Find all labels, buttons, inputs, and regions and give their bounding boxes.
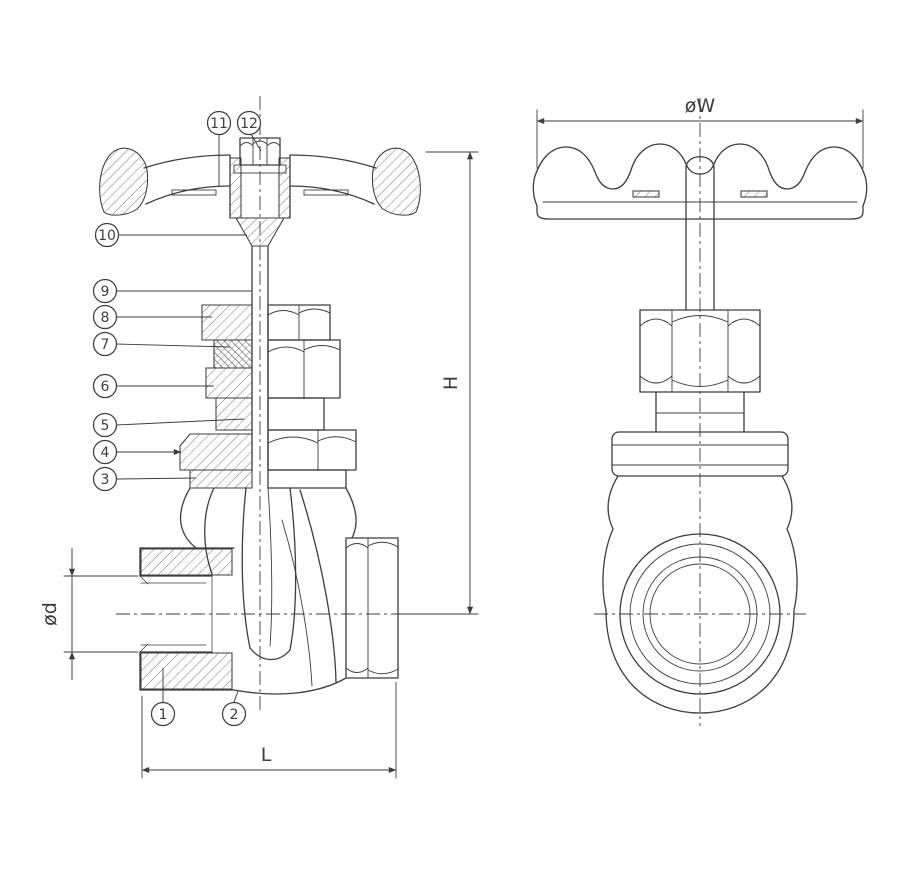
callout-12: 12 xyxy=(236,110,262,152)
callout-7: 7 xyxy=(92,331,231,357)
handwheel-washer xyxy=(233,164,287,174)
handwheel-section xyxy=(99,137,421,247)
callout-11-label: 11 xyxy=(210,116,228,132)
packing-nut-side xyxy=(639,309,761,393)
stem-side xyxy=(685,218,715,311)
callout-4-label: 4 xyxy=(101,445,110,461)
handwheel-hub-left xyxy=(229,157,242,219)
callout-10-label: 10 xyxy=(98,228,116,244)
front-section-view xyxy=(99,96,421,712)
callout-6-label: 6 xyxy=(101,379,110,395)
hub-cap-side xyxy=(685,156,715,219)
gland-nut-section xyxy=(201,304,253,341)
callout-11: 11 xyxy=(206,110,232,186)
handwheel-spoke-slot-right xyxy=(303,189,349,196)
union-flange-external xyxy=(267,429,357,489)
centerlines-side xyxy=(594,98,806,726)
callout-2: 2 xyxy=(221,690,247,727)
port-boss-circle xyxy=(619,533,781,695)
dimension-w: øW xyxy=(536,95,864,169)
handwheel-slot-left xyxy=(632,190,660,198)
side-view xyxy=(532,98,868,726)
valve-body-section xyxy=(139,487,399,695)
outlet-union-external xyxy=(345,537,399,679)
handwheel-slot-right xyxy=(740,190,768,198)
body-side xyxy=(602,475,798,714)
dimension-l: L xyxy=(141,681,397,779)
callout-2-label: 2 xyxy=(230,707,239,723)
body-bottom xyxy=(233,677,347,695)
dimension-d: ød xyxy=(39,548,139,680)
centerlines-front xyxy=(116,96,420,712)
packing-section xyxy=(213,339,253,369)
hub-taper-section xyxy=(235,217,285,247)
callouts: 11 12 10 9 8 7 6 xyxy=(92,110,262,727)
dim-label-l: L xyxy=(261,744,272,766)
callout-3-label: 3 xyxy=(101,472,110,488)
dim-label-w: øW xyxy=(685,95,716,117)
callout-8: 8 xyxy=(92,304,212,330)
callout-9: 9 xyxy=(92,278,251,304)
union-flange xyxy=(179,429,357,489)
callout-12-label: 12 xyxy=(240,116,258,132)
callout-1-label: 1 xyxy=(159,707,168,723)
dimension-h: H xyxy=(403,151,479,615)
callout-7-label: 7 xyxy=(101,337,110,353)
callout-1: 1 xyxy=(150,668,176,727)
gate-wedge xyxy=(241,487,337,687)
callout-4: 4 xyxy=(92,439,182,465)
bonnet-external xyxy=(267,339,341,399)
bonnet-side xyxy=(611,391,789,477)
handwheel-left-rim xyxy=(99,147,149,216)
dim-label-d: ød xyxy=(39,602,61,626)
handwheel-hub-right xyxy=(278,157,291,219)
handwheel-right-rim xyxy=(371,147,421,216)
callout-6: 6 xyxy=(92,373,214,399)
callout-5: 5 xyxy=(92,412,245,438)
bonnet-neck-section xyxy=(215,397,253,431)
inlet-port-section xyxy=(139,547,235,691)
callout-5-label: 5 xyxy=(101,418,110,434)
dim-label-h: H xyxy=(440,376,462,390)
callout-8-label: 8 xyxy=(101,310,110,326)
seat-ring-section xyxy=(189,469,253,489)
callout-3: 3 xyxy=(92,466,197,492)
union-flange-section xyxy=(179,433,253,471)
gland-nut-external xyxy=(267,304,331,341)
callout-10: 10 xyxy=(94,222,247,248)
gland-bonnet-stack xyxy=(201,304,341,431)
handwheel-spoke-slot-left xyxy=(171,189,217,196)
neck-external xyxy=(267,397,325,431)
bonnet-upper-section xyxy=(205,367,253,399)
handwheel-side xyxy=(532,143,868,220)
callout-9-label: 9 xyxy=(101,284,110,300)
handwheel-nut xyxy=(233,137,287,174)
